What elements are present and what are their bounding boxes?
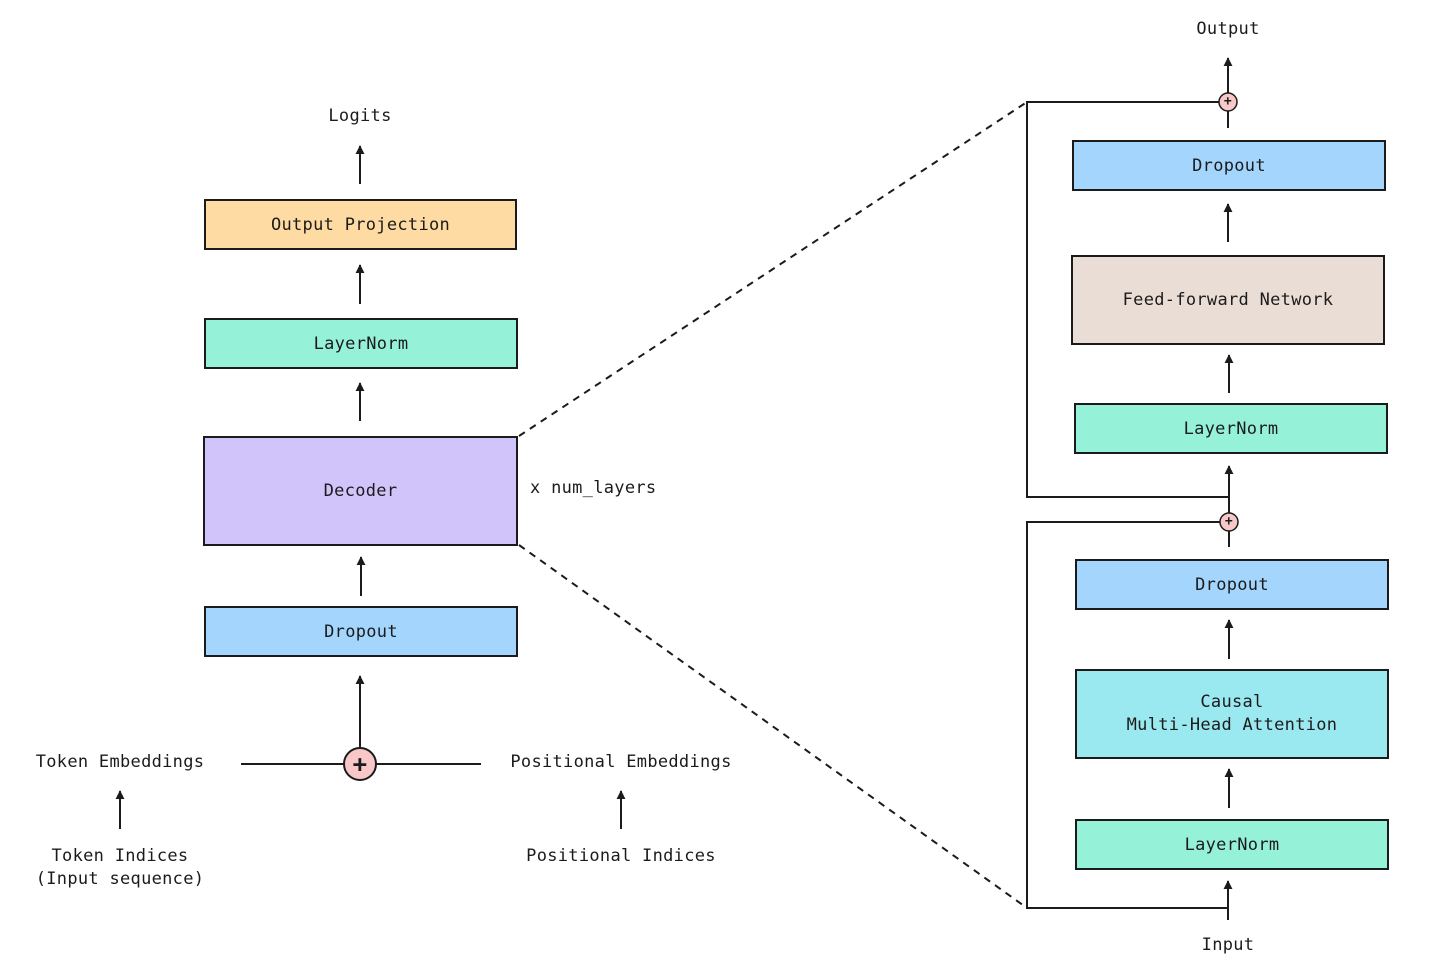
- output-projection-box: Output Projection: [204, 199, 517, 250]
- num-layers-label: x num_layers: [530, 478, 657, 498]
- zoom-line-top: [518, 101, 1028, 437]
- logits-label: Logits: [328, 106, 392, 126]
- input-label: Input: [1201, 935, 1255, 955]
- residual-connection-top: [1026, 101, 1228, 498]
- layernorm-box: LayerNorm: [204, 318, 518, 369]
- decoder-box: Decoder: [203, 436, 518, 546]
- plus-symbol-top: +: [1223, 94, 1233, 109]
- dropout-bottom-box: Dropout: [1075, 559, 1389, 610]
- residual-connection-bottom: [1026, 521, 1228, 909]
- dropout-label: Dropout: [324, 621, 398, 642]
- plus-icon-bottom: [1219, 512, 1239, 532]
- positional-indices-label: Positional Indices: [526, 846, 716, 866]
- dropout-box: Dropout: [204, 606, 518, 657]
- layernorm-bottom-label: LayerNorm: [1184, 834, 1280, 855]
- positional-embeddings-label: Positional Embeddings: [510, 752, 732, 772]
- plus-icon-top: [1218, 92, 1238, 112]
- plus-symbol: +: [352, 750, 368, 778]
- dropout-top-label: Dropout: [1192, 155, 1266, 176]
- token-embeddings-label: Token Embeddings: [35, 752, 205, 772]
- plus-symbol-bottom: +: [1224, 514, 1234, 529]
- plus-icon: [343, 747, 377, 781]
- layernorm-top-box: LayerNorm: [1074, 403, 1388, 454]
- output-projection-label: Output Projection: [270, 214, 451, 235]
- feed-forward-box: Feed-forward Network: [1071, 255, 1385, 345]
- decoder-label: Decoder: [323, 481, 398, 501]
- output-label: Output: [1196, 19, 1260, 39]
- feed-forward-label: Feed-forward Network: [1122, 290, 1334, 310]
- dropout-bottom-label: Dropout: [1195, 574, 1269, 595]
- layernorm-top-label: LayerNorm: [1183, 418, 1279, 439]
- attention-label: Causal Multi-Head Attention: [1126, 692, 1338, 735]
- zoom-line-bottom: [518, 544, 1028, 909]
- attention-box: Causal Multi-Head Attention: [1075, 669, 1389, 759]
- token-indices-label: Token Indices (Input sequence): [35, 846, 205, 889]
- layernorm-bottom-box: LayerNorm: [1075, 819, 1389, 870]
- dropout-top-box: Dropout: [1072, 140, 1386, 191]
- layernorm-label: LayerNorm: [313, 333, 409, 354]
